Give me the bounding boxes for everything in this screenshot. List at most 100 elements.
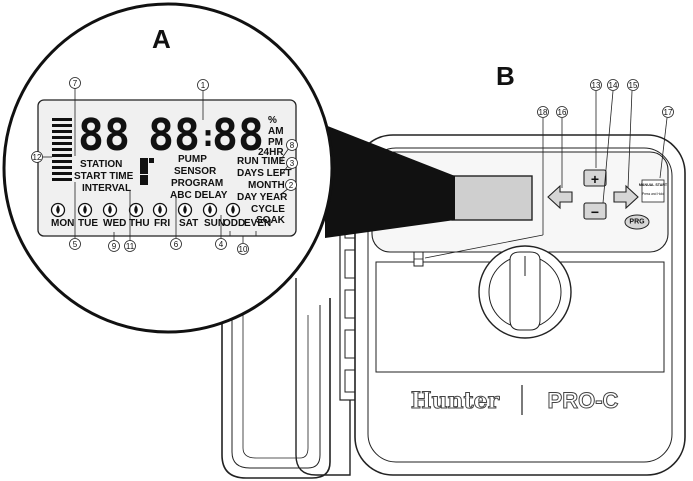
water-drop-glyph — [158, 205, 162, 214]
panel-b-label: B — [496, 61, 515, 91]
am-indicator: AM — [268, 126, 284, 137]
leader-lines — [43, 88, 668, 259]
day-label-tue: TUE — [78, 218, 98, 229]
callout-number: 15 — [629, 81, 638, 90]
callout-number: 2 — [289, 181, 294, 190]
lcd-frame — [37, 99, 297, 237]
plus-symbol: + — [591, 171, 599, 187]
callout-number: 13 — [592, 81, 601, 90]
day-drop-icons — [50, 202, 241, 218]
magnified-lcd: 88 88 : 88 % AM PM 24HR STATION START TI… — [2, 2, 334, 334]
day-label-wed: WED — [103, 218, 126, 229]
day-year-indicator: DAY YEAR — [237, 192, 288, 203]
water-drop-glyph — [208, 205, 212, 214]
callout-number: 18 — [539, 108, 548, 117]
water-drop-glyph — [134, 205, 138, 214]
water-drop-glyph — [83, 205, 87, 214]
percent-indicator: % — [268, 115, 277, 126]
days-left-indicator: DAYS LEFT — [237, 168, 292, 179]
callout-number: 9 — [112, 242, 117, 251]
callout-2: 2 — [285, 179, 297, 191]
water-drop-glyph — [56, 205, 60, 214]
even-indicator: EVEN — [244, 218, 271, 229]
cycle-indicator: CYCLE — [251, 204, 285, 215]
callout-18: 18 — [537, 106, 549, 118]
brand-logo: Hunter — [411, 388, 500, 414]
month-indicator: MONTH — [248, 180, 285, 191]
callout-number: 3 — [290, 159, 295, 168]
24hr-indicator: 24HR — [258, 147, 284, 158]
lcd-digits-left: 88 — [78, 110, 130, 161]
callout-15: 15 — [627, 79, 639, 91]
soak-indicator: SOAK — [256, 215, 286, 226]
controller-lcd-window — [451, 175, 533, 221]
callout-number: 11 — [126, 242, 135, 251]
minus-symbol: − — [591, 204, 599, 220]
lcd-digits-minutes: 88 — [212, 110, 264, 161]
callout-number: 4 — [219, 240, 224, 249]
program-indicator: PROGRAM — [171, 178, 223, 189]
water-drop-glyph — [183, 205, 187, 214]
callout-number: 8 — [290, 141, 295, 150]
controller-door — [295, 278, 351, 476]
svg-text:MANUAL START: MANUAL START — [639, 183, 668, 187]
callout-8: 8 — [286, 139, 298, 151]
callout-7: 7 — [69, 77, 81, 89]
run-time-indicator: RUN TIME — [237, 156, 286, 167]
prg-label: PRG — [629, 219, 645, 226]
magnifier-cone — [325, 125, 455, 238]
callout-12: 12 — [31, 151, 43, 163]
odd-indicator: ODD — [223, 218, 245, 229]
callout-number: 12 — [33, 153, 42, 162]
callout-4: 4 — [215, 238, 227, 250]
callout-number: 7 — [73, 79, 78, 88]
callout-16: 16 — [556, 106, 568, 118]
callout-13: 13 — [590, 79, 602, 91]
callout-9: 9 — [108, 240, 120, 252]
minus-button[interactable]: − — [583, 202, 607, 220]
station-indicator: STATION — [80, 159, 122, 170]
callout-number: 1 — [201, 81, 206, 90]
lcd-colon: : — [199, 119, 217, 154]
manual-start-label: MANUAL START Press and Hold — [639, 179, 668, 203]
prg-button[interactable]: PRG — [624, 214, 650, 230]
pm-indicator: PM — [268, 137, 283, 148]
day-label-sat: SAT — [179, 218, 198, 229]
callout-5: 5 — [69, 238, 81, 250]
callout-number: 5 — [73, 240, 78, 249]
level-bars — [52, 118, 72, 181]
callout-10: 10 — [237, 243, 249, 255]
callout-number: 10 — [239, 245, 248, 254]
day-label-sun: SUN — [204, 218, 225, 229]
callout-11: 11 — [124, 240, 136, 252]
model-name: PRO-C — [548, 388, 619, 413]
callout-3: 3 — [286, 157, 298, 169]
day-label-thu: THU — [129, 218, 150, 229]
water-drop-glyph — [108, 205, 112, 214]
svg-text:Press and Hold: Press and Hold — [642, 192, 664, 196]
callout-1: 1 — [197, 79, 209, 91]
left-arrow-button[interactable] — [547, 184, 573, 210]
start-time-indicator: START TIME — [74, 171, 134, 182]
plus-button[interactable]: + — [583, 169, 607, 187]
day-label-mon: MON — [51, 218, 74, 229]
pump-indicator: PUMP — [178, 154, 207, 165]
callout-6: 6 — [170, 238, 182, 250]
abc-delay-indicator: ABC DELAY — [170, 190, 228, 201]
callout-number: 6 — [174, 240, 179, 249]
water-drop-glyph — [231, 205, 235, 214]
day-label-fri: FRI — [154, 218, 170, 229]
callout-number: 16 — [558, 108, 567, 117]
right-arrow-button[interactable] — [613, 184, 639, 210]
callout-14: 14 — [607, 79, 619, 91]
lcd-digits-hours: 88 — [148, 110, 200, 161]
pump-icon — [140, 158, 154, 185]
callout-number: 17 — [664, 108, 673, 117]
interval-indicator: INTERVAL — [82, 183, 131, 194]
program-dial[interactable] — [478, 245, 572, 339]
callout-number: 14 — [609, 81, 618, 90]
sensor-indicator: SENSOR — [174, 166, 217, 177]
